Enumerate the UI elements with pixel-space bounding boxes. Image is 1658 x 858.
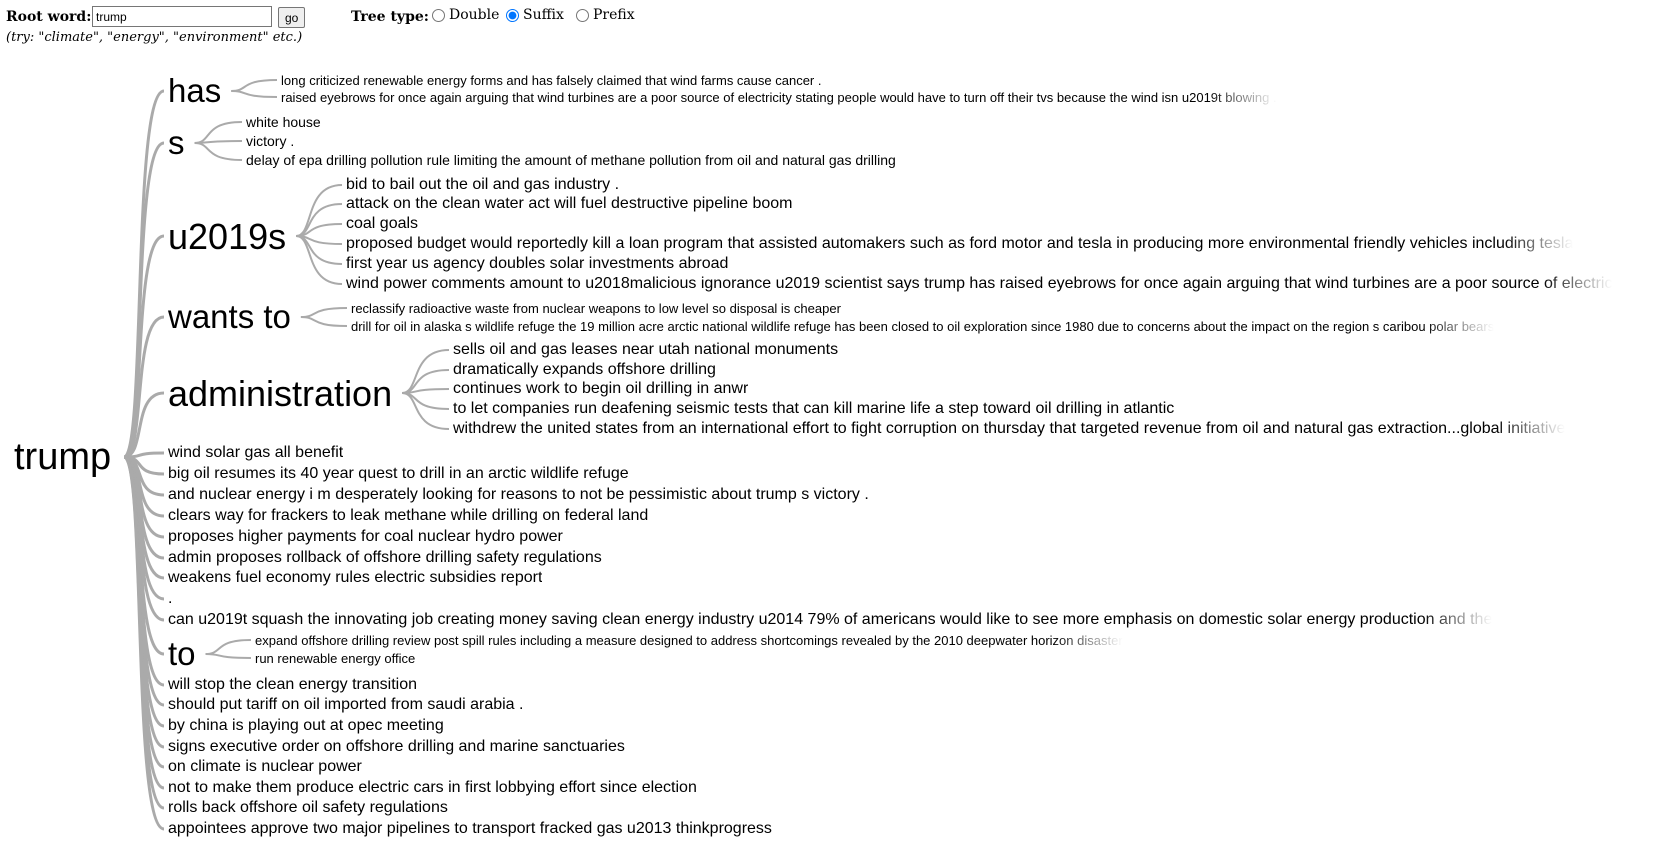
leaf-phrase[interactable]: continues work to begin oil drilling in …	[453, 380, 749, 397]
leaf-phrase[interactable]: first year us agency doubles solar inves…	[346, 255, 729, 272]
leaf-phrase[interactable]: delay of epa drilling pollution rule lim…	[246, 152, 896, 168]
leaf-phrase[interactable]: victory .	[246, 133, 295, 149]
tree-link	[123, 391, 165, 459]
leaf-phrase[interactable]: big oil resumes its 40 year quest to dri…	[168, 465, 629, 482]
tree-type-double-option[interactable]: Double	[432, 7, 499, 23]
leaf-phrase[interactable]: will stop the clean energy transition	[168, 676, 418, 693]
tree-link	[123, 234, 165, 459]
tree-link	[205, 653, 252, 659]
leaf-phrase[interactable]: can u2019t squash the innovating job cre…	[168, 611, 1493, 628]
leaf-phrase[interactable]: to let companies run deafening seismic t…	[453, 400, 1175, 417]
leaf-phrase[interactable]: wind solar gas all benefit	[168, 444, 344, 461]
leaf-phrase[interactable]: long criticized renewable energy forms a…	[281, 72, 822, 88]
leaf-phrase[interactable]: white house	[246, 114, 321, 130]
tree-type-suffix-label: Suffix	[523, 7, 564, 23]
tree-link	[122, 455, 165, 831]
root-word[interactable]: trump	[14, 436, 112, 478]
branch-word[interactable]: administration	[168, 372, 393, 414]
leaf-phrase[interactable]: clears way for frackers to leak methane …	[168, 507, 649, 524]
root-word-label: Root word:	[6, 9, 92, 25]
branch-word[interactable]: has	[168, 72, 222, 109]
leaf-phrase[interactable]: admin proposes rollback of offshore dril…	[168, 549, 602, 566]
tree-link	[194, 121, 243, 144]
leaf-phrase[interactable]: dramatically expands offshore drilling	[453, 361, 716, 378]
leaf-phrase[interactable]: bid to bail out the oil and gas industry…	[346, 176, 620, 193]
leaf-phrase[interactable]: .	[168, 590, 173, 607]
leaf-phrase[interactable]: not to make them produce electric cars i…	[168, 779, 697, 796]
leaf-phrase[interactable]: by china is playing out at opec meeting	[168, 717, 444, 734]
leaf-phrase[interactable]: should put tariff on oil imported from s…	[168, 696, 524, 713]
leaf-phrase[interactable]: reclassify radioactive waste from nuclea…	[351, 300, 841, 316]
tree-link	[296, 223, 343, 237]
leaf-phrase[interactable]: proposes higher payments for coal nuclea…	[168, 528, 563, 545]
tree-type-suffix-option[interactable]: Suffix	[506, 7, 564, 23]
root-word-input[interactable]	[92, 6, 272, 27]
branch-word[interactable]: wants to	[168, 298, 291, 335]
tree-type-label: Tree type:	[351, 9, 429, 25]
tree-link	[231, 90, 278, 98]
tree-link	[205, 639, 252, 655]
leaf-phrase[interactable]: coal goals	[346, 215, 419, 232]
tree-type-double-label: Double	[449, 7, 500, 23]
leaf-phrase[interactable]: raised eyebrows for once again arguing t…	[281, 89, 1277, 105]
leaf-phrase[interactable]: on climate is nuclear power	[168, 758, 362, 775]
tree-link	[401, 349, 450, 394]
branch-word[interactable]: s	[168, 124, 185, 161]
tree-type-suffix-radio[interactable]	[506, 8, 519, 22]
tree-type-prefix-option[interactable]: Prefix	[576, 7, 635, 23]
leaf-phrase[interactable]: appointees approve two major pipelines t…	[168, 820, 772, 837]
branch-word[interactable]: to	[168, 635, 196, 672]
leaf-phrase[interactable]: and nuclear energy i m desperately looki…	[168, 486, 869, 503]
leaf-phrase[interactable]: rolls back offshore oil safety regulatio…	[168, 799, 448, 816]
go-button[interactable]: go	[278, 7, 306, 28]
leaf-phrase[interactable]: expand offshore drilling review post spi…	[255, 632, 1123, 648]
hint-text: (try: "climate", "energy", "environment"…	[6, 30, 303, 45]
tree-link	[194, 142, 243, 161]
leaf-phrase[interactable]: drill for oil in alaska s wildlife refug…	[351, 318, 1495, 334]
leaf-phrase[interactable]: signs executive order on offshore drilli…	[168, 738, 625, 755]
tree-link	[300, 307, 348, 318]
tree-link	[295, 235, 343, 285]
tree-link	[231, 79, 278, 92]
leaf-phrase[interactable]: attack on the clean water act will fuel …	[346, 195, 793, 212]
tree-link	[300, 316, 348, 327]
leaf-phrase[interactable]: run renewable energy office	[255, 650, 416, 666]
leaf-phrase[interactable]: withdrew the united states from an inter…	[453, 420, 1566, 437]
tree-link	[401, 392, 450, 430]
branch-word[interactable]: u2019s	[168, 215, 287, 257]
leaf-phrase[interactable]: weakens fuel economy rules electric subs…	[168, 569, 543, 586]
leaf-phrase[interactable]: proposed budget would reportedly kill a …	[346, 235, 1574, 252]
tree-type-prefix-label: Prefix	[593, 7, 635, 23]
tree-type-double-radio[interactable]	[432, 8, 445, 22]
leaf-phrase[interactable]: wind power comments amount to u2018malic…	[346, 275, 1612, 292]
tree-type-prefix-radio[interactable]	[576, 8, 589, 22]
tree-link	[123, 315, 165, 459]
leaf-phrase[interactable]: sells oil and gas leases near utah natio…	[453, 341, 839, 358]
